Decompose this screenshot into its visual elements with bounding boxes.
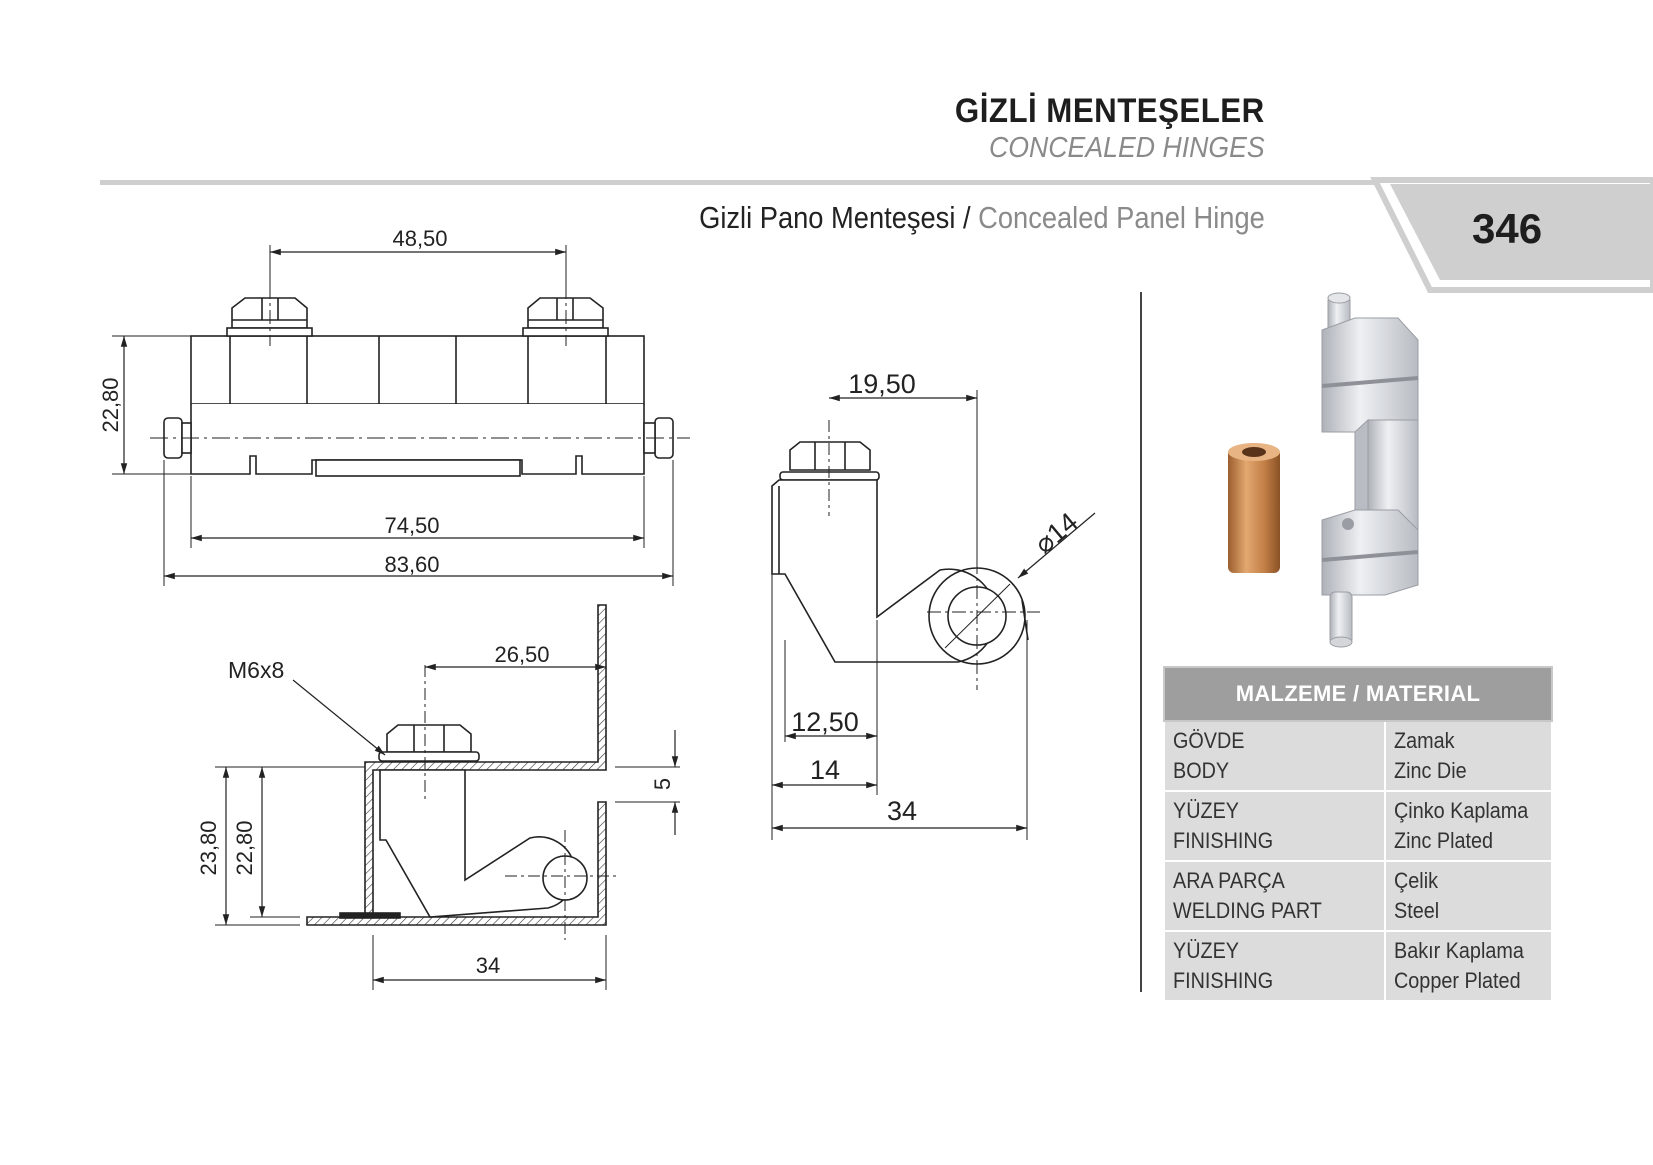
dim-text: 14 bbox=[810, 755, 840, 785]
dim-text: 12,50 bbox=[791, 707, 859, 737]
dim-text: 26,50 bbox=[494, 642, 549, 667]
dim-text: 83,60 bbox=[384, 552, 439, 577]
page-number: 346 bbox=[1472, 205, 1543, 252]
dim-text: 23,80 bbox=[196, 820, 221, 875]
dim-text: 74,50 bbox=[384, 513, 439, 538]
dim-text: 19,50 bbox=[848, 369, 916, 399]
dim-text: 22,80 bbox=[98, 377, 123, 432]
hinge-product-image bbox=[1321, 292, 1419, 648]
category-subtitle: CONCEALED HINGES bbox=[989, 132, 1265, 164]
dim-text: 5 bbox=[650, 778, 675, 790]
category-title: GİZLİ MENTEŞELER bbox=[955, 92, 1265, 130]
mount-view-dims: M6x8 26,50 5 23,80 22,80 34 bbox=[196, 642, 675, 978]
top-view-drawing bbox=[112, 245, 690, 586]
callout-text: M6x8 bbox=[228, 657, 284, 683]
product-title: Gizli Pano Menteşesi / Concealed Panel H… bbox=[699, 200, 1265, 236]
top-view-dims: 48,50 22,80 74,50 83,60 bbox=[98, 226, 448, 577]
side-view-drawing bbox=[771, 390, 1096, 840]
dim-text: 22,80 bbox=[232, 820, 257, 875]
dim-text: 34 bbox=[887, 796, 917, 826]
product-title-en: Concealed Panel Hinge bbox=[978, 200, 1265, 235]
material-table-header: MALZEME / MATERIAL bbox=[1163, 666, 1553, 722]
dim-text: 48,50 bbox=[392, 226, 447, 251]
dim-text: ⌀14 bbox=[1029, 507, 1084, 560]
dim-text: 34 bbox=[476, 953, 500, 978]
copper-spacer-image bbox=[1228, 443, 1280, 573]
product-title-separator: / bbox=[963, 200, 971, 235]
mount-view-drawing bbox=[215, 604, 680, 990]
product-title-tr: Gizli Pano Menteşesi bbox=[699, 200, 956, 235]
header-band bbox=[100, 177, 1653, 293]
